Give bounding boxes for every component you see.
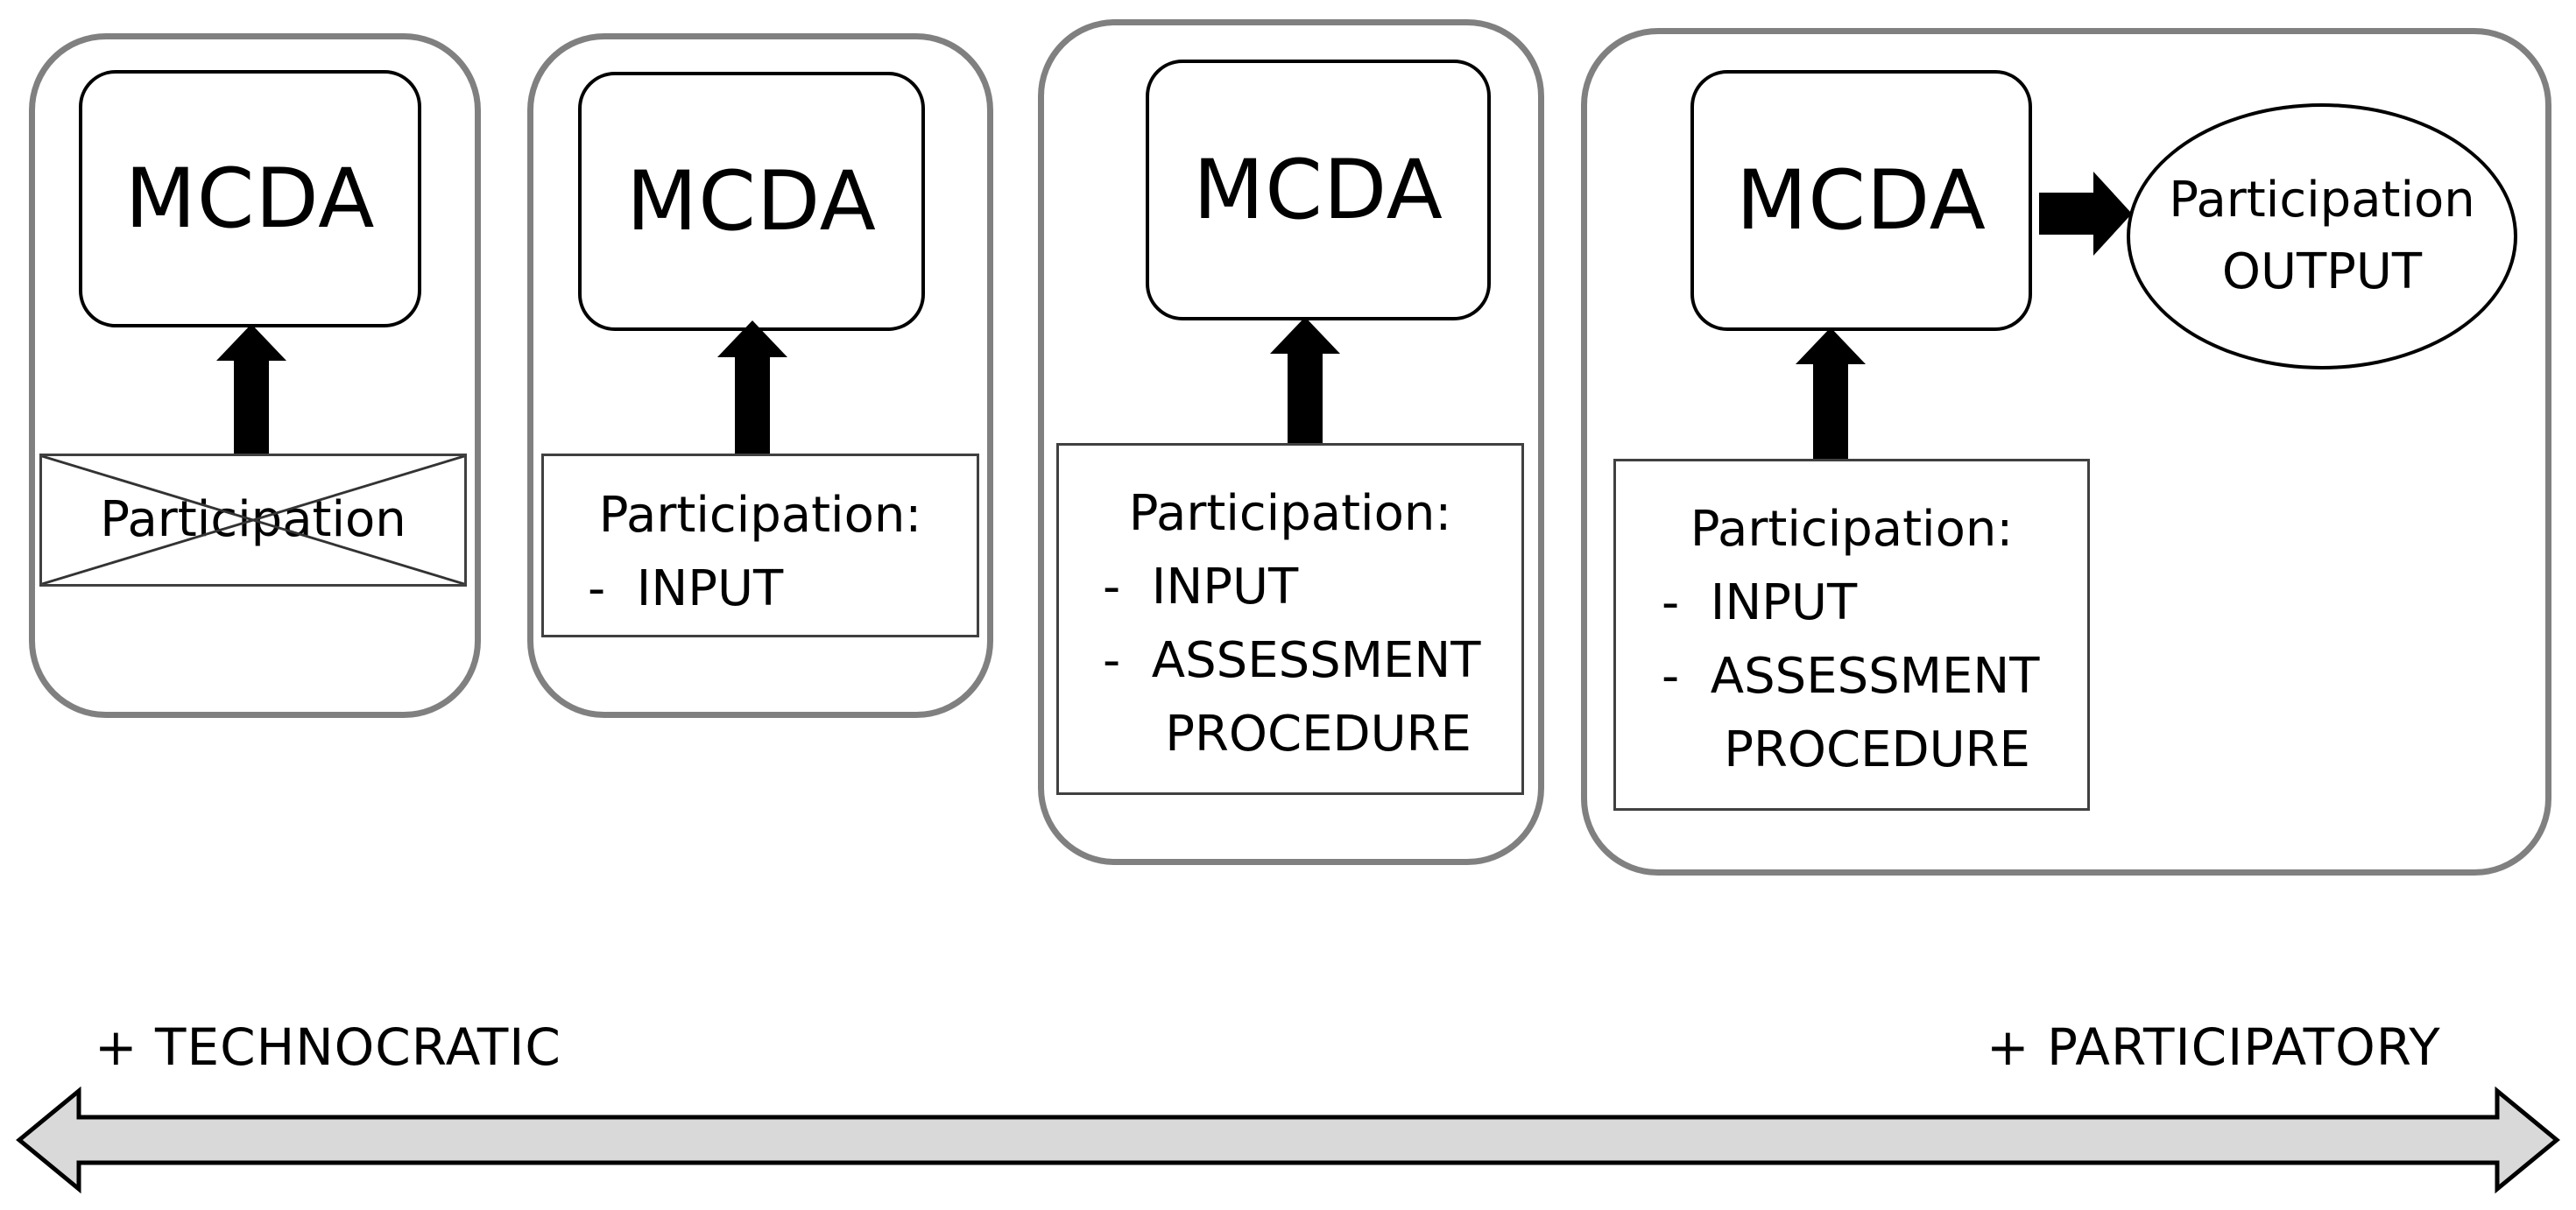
mcda-box-2: MCDA [578,72,925,331]
participation-box-4: Participation: - INPUT - ASSESSMENT PROC… [1613,459,2090,811]
right-arrow-output [2039,172,2132,256]
participation-title-3: Participation: [1128,485,1452,542]
technocratic-label: + TECHNOCRATIC [95,1017,561,1077]
participation-title-2: Participation: [598,487,922,544]
participatory-label: + PARTICIPATORY [1987,1017,2441,1077]
participation-item-assessment-3: - ASSESSMENT [1103,632,1481,689]
participation-box-3: Participation: - INPUT - ASSESSMENT PROC… [1056,443,1524,795]
mcda-box-1: MCDA [79,70,421,327]
up-arrow-4 [1796,327,1866,459]
participation-item-assessment-4: - ASSESSMENT [1662,648,2040,705]
participation-item-input-2: - INPUT [588,560,784,617]
participation-title-4: Participation: [1690,501,2014,558]
output-line-1: Participation [2169,172,2475,229]
cross-out-mark [42,456,464,584]
participation-box-2: Participation: - INPUT [541,454,979,637]
participation-output-ellipse: Participation OUTPUT [2127,103,2517,369]
mcda-box-4: MCDA [1690,70,2032,331]
up-arrow-3 [1270,317,1340,445]
mcda-box-3: MCDA [1146,60,1491,320]
participation-item-procedure-3: PROCEDURE [1103,706,1471,763]
participation-box-1: Participation [39,454,467,587]
up-arrow-2 [717,320,787,454]
output-line-2: OUTPUT [2221,243,2423,300]
participation-item-input-3: - INPUT [1103,559,1299,616]
participation-item-procedure-4: PROCEDURE [1662,721,2030,778]
up-arrow-1 [216,324,286,454]
participation-item-input-4: - INPUT [1662,574,1858,631]
